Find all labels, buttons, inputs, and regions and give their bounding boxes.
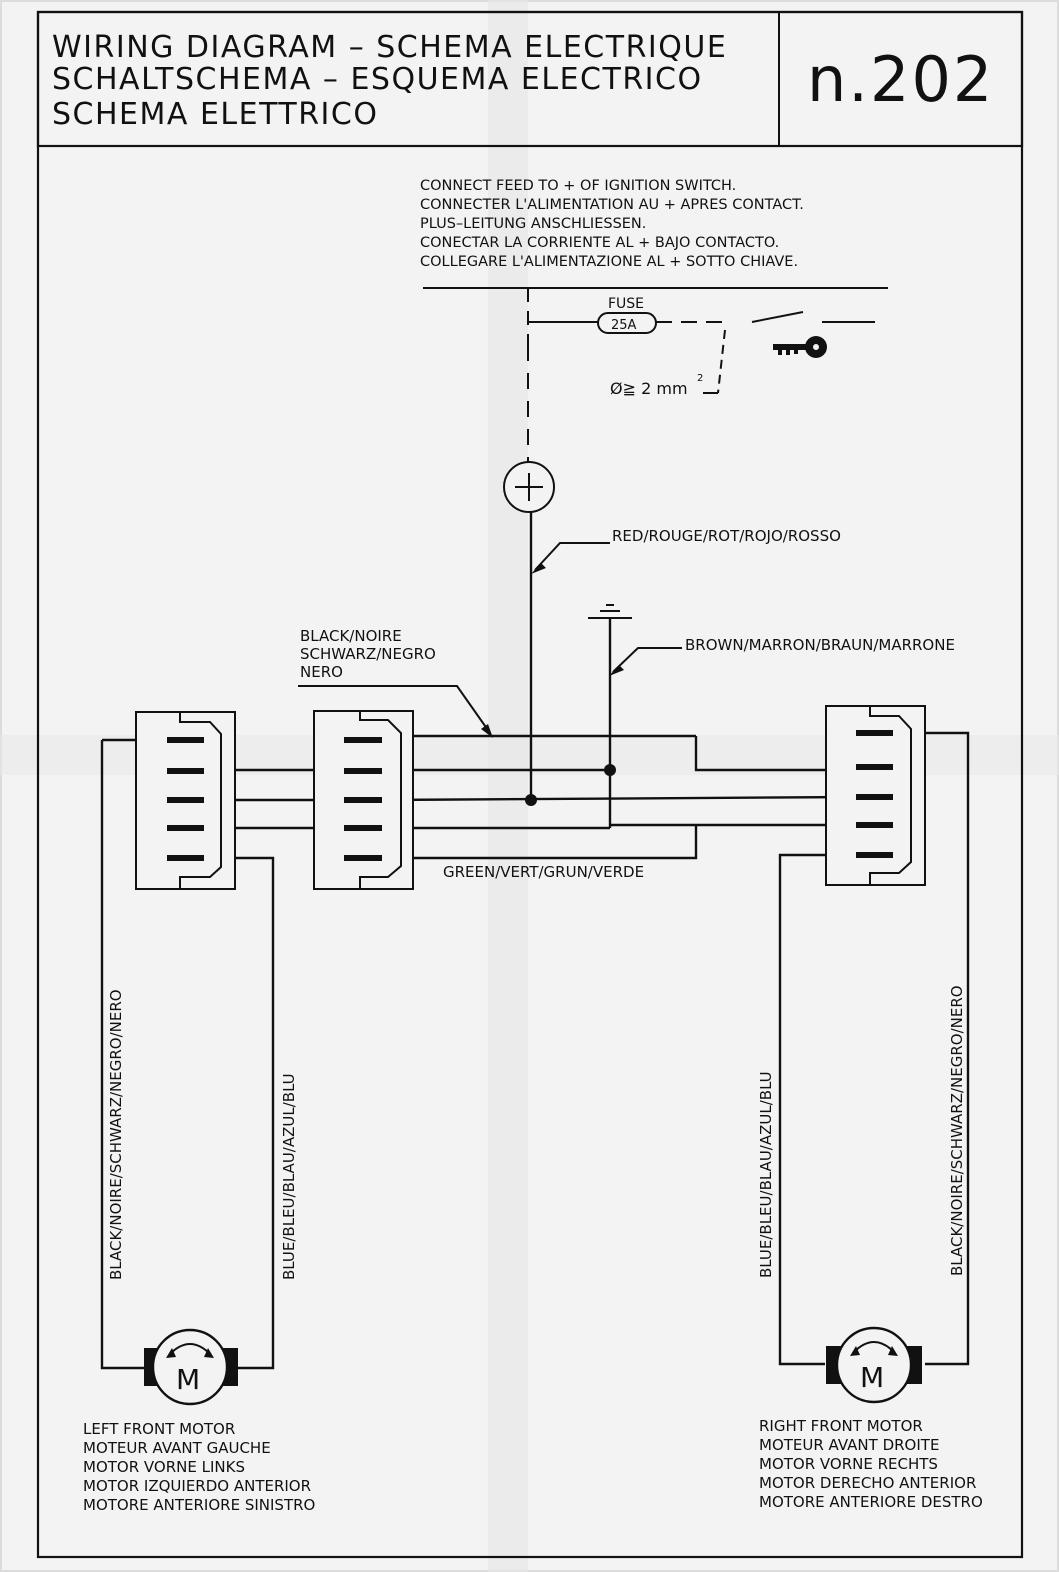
left-motor-caption-it: MOTORE ANTERIORE SINISTRO — [83, 1496, 315, 1514]
instruction-en: CONNECT FEED TO + OF IGNITION SWITCH. — [420, 178, 736, 194]
diagram-number: n.202 — [807, 43, 994, 116]
black-wire-label-2: SCHWARZ/NEGRO — [300, 645, 436, 663]
right-motor-caption-it: MOTORE ANTERIORE DESTRO — [759, 1493, 983, 1511]
left-motor-caption-en: LEFT FRONT MOTOR — [83, 1420, 235, 1438]
left-connector — [135, 711, 236, 890]
left-motor-caption-es: MOTOR IZQUIERDO ANTERIOR — [83, 1477, 311, 1495]
black-wire-label-3: NERO — [300, 663, 343, 681]
right-motor-caption: RIGHT FRONT MOTOR MOTEUR AVANT DROITE MO… — [759, 1417, 983, 1511]
title-line-1: WIRING DIAGRAM – SCHEMA ELECTRIQUE — [52, 30, 727, 65]
wire-section-superscript: 2 — [697, 373, 703, 384]
red-wire-label: RED/ROUGE/ROT/ROJO/ROSSO — [612, 527, 841, 545]
fuse-rating: 25A — [611, 318, 637, 333]
left-motor-caption-de: MOTOR VORNE LINKS — [83, 1458, 245, 1476]
right-motor-caption-fr: MOTEUR AVANT DROITE — [759, 1436, 939, 1454]
black-wire-label-1: BLACK/NOIRE — [300, 627, 402, 645]
instruction-it: COLLEGARE L'ALIMENTAZIONE AL + SOTTO CHI… — [420, 254, 798, 270]
center-connector — [313, 710, 414, 890]
ignition-switch-blade — [751, 311, 804, 323]
instruction-es: CONECTAR LA CORRIENTE AL + BAJO CONTACTO… — [420, 235, 779, 251]
power-feed-circuit: FUSE 25A Ø≧ 2 mm 2 — [503, 288, 875, 513]
ignition-key-icon — [773, 336, 827, 358]
right-motor-caption-es: MOTOR DERECHO ANTERIOR — [759, 1474, 976, 1492]
title-line-2: SCHALTSCHEMA – ESQUEMA ELECTRICO — [52, 62, 703, 97]
fuse-label: FUSE — [608, 296, 644, 312]
left-blue-wire-label: BLUE/BLEU/BLAU/AZUL/BLU — [280, 1073, 298, 1280]
right-blue-wire-label: BLUE/BLEU/BLAU/AZUL/BLU — [757, 1071, 775, 1278]
left-motor-caption: LEFT FRONT MOTOR MOTEUR AVANT GAUCHE MOT… — [83, 1420, 315, 1514]
wire-section-label: Ø≧ 2 mm — [610, 379, 688, 398]
right-connector — [825, 705, 926, 886]
instruction-fr: CONNECTER L'ALIMENTATION AU + APRES CONT… — [420, 197, 804, 213]
title-block: WIRING DIAGRAM – SCHEMA ELECTRIQUE SCHAL… — [36, 10, 1024, 148]
left-motor-icon: M — [144, 1328, 238, 1406]
right-motor-caption-de: MOTOR VORNE RECHTS — [759, 1455, 938, 1473]
right-motor-caption-en: RIGHT FRONT MOTOR — [759, 1417, 923, 1435]
positive-terminal-icon — [503, 461, 555, 513]
right-motor-symbol: M — [860, 1361, 884, 1394]
left-motor-symbol: M — [176, 1363, 200, 1396]
right-black-wire-label: BLACK/NOIRE/SCHWARZ/NEGRO/NERO — [948, 985, 966, 1276]
instruction-de: PLUS–LEITUNG ANSCHLIESSEN. — [420, 216, 646, 232]
title-line-3: SCHEMA ELETTRICO — [52, 97, 378, 132]
right-motor-icon: M — [826, 1326, 922, 1404]
left-motor-caption-fr: MOTEUR AVANT GAUCHE — [83, 1439, 271, 1457]
feed-instructions: CONNECT FEED TO + OF IGNITION SWITCH. CO… — [420, 178, 888, 289]
brown-wire-label: BROWN/MARRON/BRAUN/MARRONE — [685, 636, 955, 654]
left-black-wire-label: BLACK/NOIRE/SCHWARZ/NEGRO/NERO — [107, 989, 125, 1280]
green-wire-label: GREEN/VERT/GRUN/VERDE — [443, 863, 644, 881]
